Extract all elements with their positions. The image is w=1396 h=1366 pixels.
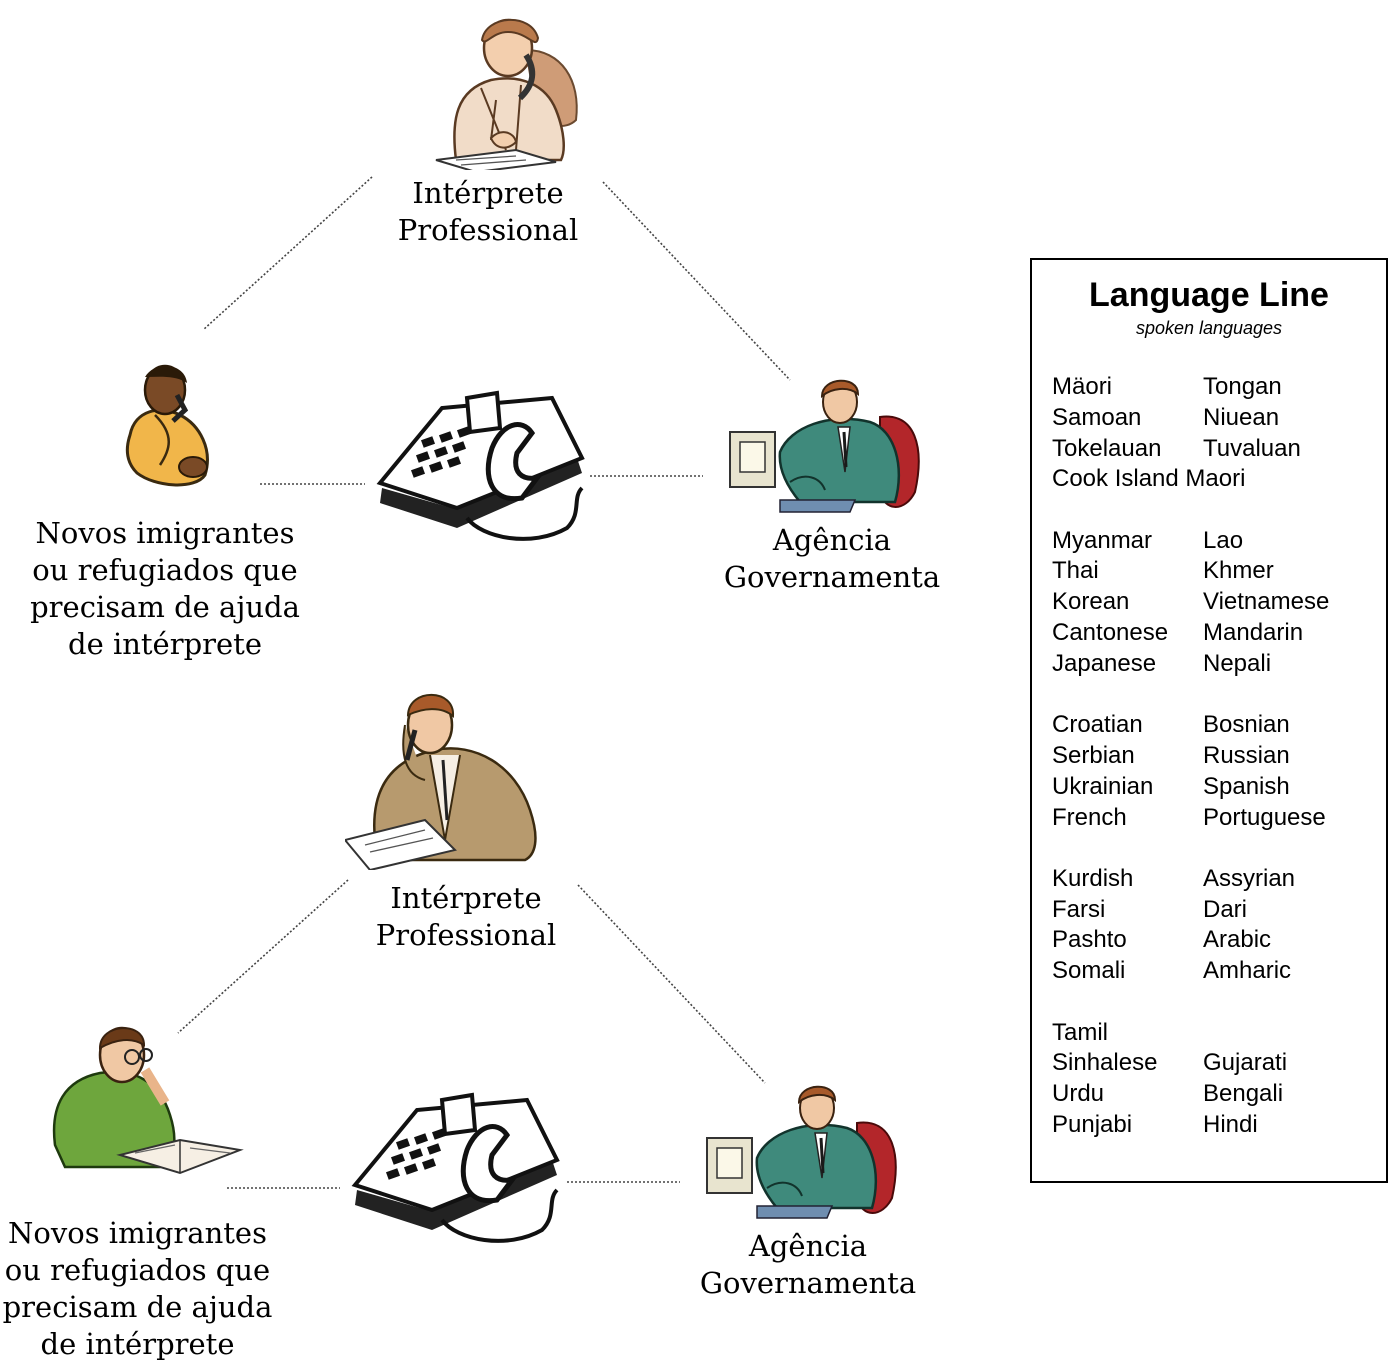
language-name: Portuguese bbox=[1203, 803, 1326, 831]
language-row: Myanmar Lao bbox=[1052, 526, 1382, 557]
language-name: Gujarati bbox=[1203, 1049, 1288, 1077]
language-row: Serbian Russian bbox=[1052, 741, 1382, 772]
language-name: Myanmar bbox=[1052, 526, 1153, 554]
language-name: Mäori bbox=[1052, 373, 1113, 400]
language-name: Serbian bbox=[1052, 741, 1135, 769]
language-name: Bengali bbox=[1203, 1080, 1284, 1108]
language-row: Mäori Tongan bbox=[1052, 372, 1382, 403]
language-name: Cook Island Maori bbox=[1052, 465, 1246, 493]
connector-line bbox=[177, 879, 349, 1034]
language-row: Korean Vietnamese bbox=[1052, 587, 1382, 618]
language-row: Urdu Bengali bbox=[1052, 1079, 1382, 1110]
language-name: Russian bbox=[1203, 741, 1290, 769]
language-row: French Portuguese bbox=[1052, 803, 1382, 834]
language-line-box: Language Line spoken languages Mäori Tong… bbox=[1030, 258, 1388, 1183]
language-name: Thai bbox=[1052, 557, 1099, 585]
language-name: Korean bbox=[1052, 588, 1130, 616]
language-row: Pashto Arabic bbox=[1052, 925, 1382, 956]
language-name: Japanese bbox=[1052, 649, 1157, 677]
man-at-computer-icon bbox=[729, 379, 920, 513]
language-name: Farsi bbox=[1052, 895, 1106, 923]
language-name: Hindi bbox=[1203, 1110, 1258, 1138]
woman-on-phone-writing-icon bbox=[435, 18, 578, 170]
language-row: Kurdish Assyrian bbox=[1052, 864, 1382, 895]
language-row: Tokelauan Tuvaluan bbox=[1052, 434, 1382, 465]
language-name: Sinhalese bbox=[1052, 1049, 1158, 1077]
language-row: Cook Island Maori bbox=[1052, 464, 1382, 495]
language-name bbox=[1203, 1018, 1382, 1049]
connector-line bbox=[202, 176, 373, 331]
language-box-title: Language Line bbox=[1089, 276, 1329, 314]
language-name: Ukrainian bbox=[1052, 772, 1154, 800]
language-name bbox=[1245, 464, 1382, 495]
language-name: Lao bbox=[1203, 526, 1244, 554]
language-row: Punjabi Hindi bbox=[1052, 1110, 1382, 1141]
language-name: Tamil bbox=[1052, 1018, 1109, 1046]
language-name: Bosnian bbox=[1203, 711, 1290, 739]
language-row: Cantonese Mandarin bbox=[1052, 618, 1382, 649]
language-row: Ukrainian Spanish bbox=[1052, 772, 1382, 803]
man-on-phone-writing-icon bbox=[345, 694, 537, 870]
language-name: Niuean bbox=[1203, 403, 1280, 431]
language-row: Japanese Nepali bbox=[1052, 649, 1382, 680]
person-on-phone-icon bbox=[125, 364, 209, 487]
agency-label: Agência Governamenta bbox=[699, 1229, 917, 1300]
language-name: Croatian bbox=[1052, 711, 1143, 739]
connector-line bbox=[602, 181, 791, 381]
language-row: Tamil bbox=[1052, 1018, 1382, 1049]
language-row: Somali Amharic bbox=[1052, 956, 1382, 987]
desk-telephone-icon bbox=[376, 390, 585, 541]
language-name: French bbox=[1052, 803, 1127, 831]
language-name: Tokelauan bbox=[1052, 434, 1162, 462]
interpreter-label: Intérprete Professional bbox=[375, 881, 557, 952]
interpreter-label: Intérprete Professional bbox=[397, 176, 579, 247]
language-name: Tongan bbox=[1203, 373, 1282, 400]
language-name: Assyrian bbox=[1203, 864, 1296, 892]
language-name: Amharic bbox=[1203, 957, 1292, 985]
language-name: Spanish bbox=[1203, 772, 1290, 800]
language-name: Dari bbox=[1203, 895, 1248, 923]
language-name: Pashto bbox=[1052, 926, 1127, 954]
language-name: Kurdish bbox=[1052, 864, 1134, 892]
language-name: Urdu bbox=[1052, 1080, 1105, 1108]
language-name: Arabic bbox=[1203, 926, 1272, 954]
client-label: Novos imigrantes ou refugiados que preci… bbox=[30, 516, 300, 661]
agency-label: Agência Governamenta bbox=[723, 523, 941, 594]
language-name: Tuvaluan bbox=[1203, 434, 1301, 462]
client-label: Novos imigrantes ou refugiados que preci… bbox=[2, 1216, 273, 1361]
language-name: Punjabi bbox=[1052, 1110, 1133, 1138]
language-box-subtitle: spoken languages bbox=[1135, 318, 1283, 338]
language-name: Nepali bbox=[1203, 649, 1272, 677]
man-at-computer-icon bbox=[706, 1085, 897, 1219]
language-name: Cantonese bbox=[1052, 619, 1169, 647]
man-reading-on-phone-icon bbox=[52, 1026, 244, 1175]
language-name: Somali bbox=[1052, 957, 1126, 985]
connector-line bbox=[577, 884, 766, 1084]
language-name: Vietnamese bbox=[1203, 588, 1330, 616]
language-row: Samoan Niuean bbox=[1052, 403, 1382, 434]
language-row: Croatian Bosnian bbox=[1052, 710, 1382, 741]
language-name: Samoan bbox=[1052, 403, 1142, 431]
language-row: Sinhalese Gujarati bbox=[1052, 1048, 1382, 1079]
language-name: Khmer bbox=[1203, 557, 1274, 585]
language-row: Farsi Dari bbox=[1052, 895, 1382, 926]
language-row: Thai Khmer bbox=[1052, 556, 1382, 587]
language-name: Mandarin bbox=[1203, 619, 1304, 647]
desk-telephone-icon bbox=[351, 1092, 560, 1243]
